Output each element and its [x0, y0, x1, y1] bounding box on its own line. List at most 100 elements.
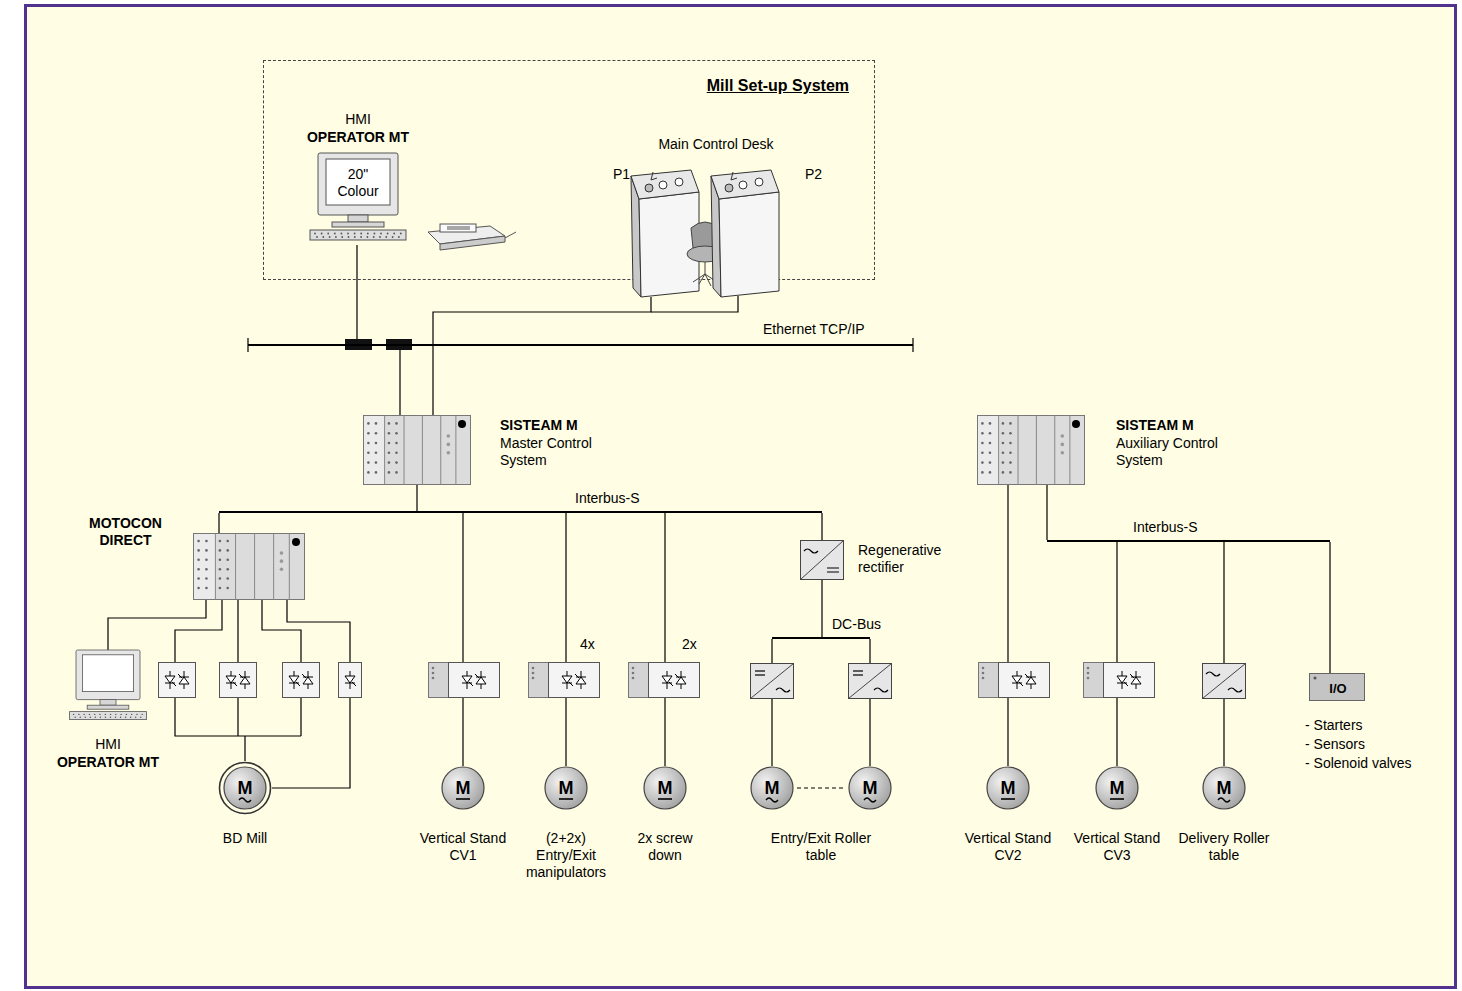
rack-led [375, 452, 378, 455]
node-label: I/O [1310, 680, 1366, 697]
connector-line [821, 580, 822, 637]
node-label: Auxiliary Control System [1116, 435, 1241, 469]
keyboard-key [327, 233, 329, 235]
monitor-screen [82, 655, 133, 692]
printer-icon [428, 224, 516, 250]
rack-led [447, 443, 451, 447]
rack-body [978, 416, 1085, 485]
rack-led [375, 471, 378, 474]
node-label: DC-Bus [832, 616, 902, 633]
motor-circle: MVertical Stand CV3 [1095, 766, 1139, 810]
rack-led [226, 549, 229, 552]
motor-circle: MDelivery Roller table [1202, 766, 1246, 810]
keyboard-key [398, 236, 400, 238]
keyboard-key [85, 716, 86, 717]
rack-module [364, 416, 385, 484]
rack-led [197, 587, 200, 590]
rack-led [367, 471, 370, 474]
rack-divider [1018, 416, 1019, 485]
rack-led [280, 559, 284, 563]
node-label: 20" Colour [333, 166, 383, 200]
keyboard-key [316, 236, 318, 238]
rack-led [1061, 434, 1065, 438]
hmi-icon [48, 650, 168, 772]
bd-motor-wire [175, 698, 301, 761]
keyboard-key [314, 233, 316, 235]
rack-led [1061, 451, 1065, 455]
keyboard-key [385, 236, 387, 238]
keyboard-key [373, 236, 375, 238]
monitor-stand [100, 700, 116, 706]
rack-module [194, 534, 215, 599]
annotation-label: Entry/Exit Roller table [766, 830, 876, 864]
keyboard-key [335, 236, 337, 238]
motor-circle: MVertical Stand CV2 [986, 766, 1030, 810]
rack-led [1002, 442, 1005, 445]
connector-line [565, 513, 566, 766]
equipment-part [440, 236, 505, 250]
rectifier-symbol: Regenerative rectifier [800, 540, 844, 580]
console-top [631, 170, 699, 199]
keyboard-key [74, 716, 75, 717]
desk-p2-wire [651, 296, 738, 312]
dc-bus: DC-Bus [772, 637, 870, 639]
hmi-station: HMIOPERATOR MT20" Colour [297, 111, 419, 245]
rack-divider [215, 534, 216, 600]
thyristor-drive [159, 663, 196, 698]
connector-line [1007, 485, 1008, 766]
node-label: HMI [48, 736, 168, 753]
console-button [675, 178, 683, 186]
rack-divider [422, 416, 423, 485]
keyboard-key [374, 233, 376, 235]
node-label: BD Mill [195, 830, 295, 847]
rack-led [197, 559, 200, 562]
node-label: 2x screw down [620, 830, 710, 864]
rack-led [226, 540, 229, 543]
console-lever [731, 172, 737, 180]
keyboard-key [78, 714, 79, 715]
hmi-station: HMIOPERATOR MT [48, 650, 168, 772]
rack-led [981, 442, 984, 445]
rack-led [205, 587, 208, 590]
connector-line [1116, 542, 1117, 766]
rack-led [388, 442, 391, 445]
node-label: Interbus-S [575, 490, 665, 507]
rack-led [1009, 442, 1012, 445]
dc-symbol [827, 568, 839, 572]
rack-led [989, 461, 992, 464]
keyboard-key [136, 714, 137, 715]
rack-led [1009, 461, 1012, 464]
rack-divider [235, 534, 236, 600]
monitor-icon [310, 153, 406, 240]
console-front [719, 192, 779, 297]
console-icon [631, 170, 699, 297]
motor-letter: M [848, 778, 892, 798]
rack-led [1002, 471, 1005, 474]
rack-led [1009, 422, 1012, 425]
node-label: Vertical Stand CV2 [953, 830, 1063, 864]
rack-led [388, 422, 391, 425]
ac-converter [1203, 664, 1246, 699]
motor-body [545, 767, 587, 809]
equipment-part [447, 227, 470, 228]
rack-led [981, 471, 984, 474]
rack-led [989, 452, 992, 455]
rack-module [978, 416, 999, 484]
console-lever [651, 172, 657, 180]
keyboard-key [341, 236, 343, 238]
rack-led [205, 568, 208, 571]
bd-drive-wire [175, 600, 301, 662]
motor-circle: M [848, 766, 892, 810]
rack-led [375, 422, 378, 425]
desk-icon [601, 136, 831, 297]
rack-led [205, 559, 208, 562]
rack-icon [363, 415, 471, 485]
rack-led [367, 461, 370, 464]
rack-led [388, 432, 391, 435]
ac-symbol [766, 798, 778, 802]
monitor-case [76, 650, 140, 700]
keyboard [310, 230, 406, 240]
keyboard-key [360, 233, 362, 235]
node-label: P1 [613, 166, 639, 183]
